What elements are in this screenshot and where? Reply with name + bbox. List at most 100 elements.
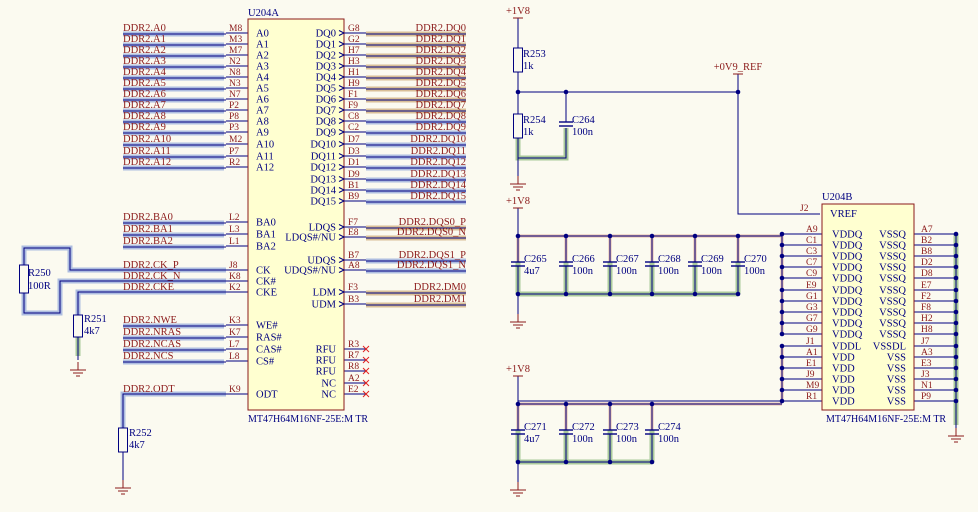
capacitor-C265 bbox=[511, 261, 525, 267]
r251-ref: R251 bbox=[84, 314, 107, 325]
pin-name: CK# bbox=[256, 277, 277, 288]
r252-resistor bbox=[118, 427, 128, 453]
pin-number: N7 bbox=[229, 90, 241, 100]
pin-number: C8 bbox=[348, 112, 359, 122]
pin-arrow bbox=[338, 224, 346, 230]
pin-name: A7 bbox=[256, 106, 269, 117]
junction-dot bbox=[735, 233, 741, 239]
junction-dot bbox=[953, 331, 959, 337]
pin-name: A8 bbox=[256, 117, 269, 128]
junction-dot bbox=[779, 343, 785, 349]
pin-name: CAS# bbox=[256, 345, 282, 356]
junction-dot bbox=[563, 291, 569, 297]
pin-number: B9 bbox=[348, 192, 359, 202]
pin-number: K9 bbox=[229, 385, 241, 395]
pin-name: VSSDL bbox=[873, 342, 906, 353]
capacitor-C274 bbox=[645, 429, 659, 435]
junction-dot bbox=[953, 231, 959, 237]
pin-number: P3 bbox=[229, 123, 239, 133]
r254-ref: R254 bbox=[523, 115, 547, 126]
pin-name: VSS bbox=[887, 364, 906, 375]
pin-name: A9 bbox=[256, 128, 269, 139]
net-label: DDR2.CK_P bbox=[123, 260, 179, 271]
cke-highlight bbox=[75, 289, 226, 315]
pin-name: VSSQ bbox=[879, 297, 906, 308]
pin-arrow bbox=[338, 41, 346, 47]
net-label: DDR2.DQ11 bbox=[411, 146, 466, 157]
net-label: DDR2.NCAS bbox=[123, 339, 181, 350]
no-connect-mark bbox=[362, 390, 370, 398]
pin-arrow bbox=[338, 234, 346, 240]
pin-name: VDDQ bbox=[832, 286, 863, 297]
capacitor-C268 bbox=[645, 261, 659, 267]
junction-dot bbox=[953, 253, 959, 259]
net-label: DDR2.DQS1_P bbox=[399, 250, 467, 261]
net-label: DDR2.DQ3 bbox=[416, 56, 466, 67]
pin-name: A12 bbox=[256, 163, 274, 174]
net-label: DDR2.A12 bbox=[123, 157, 171, 168]
pin-name: VDD bbox=[832, 353, 855, 364]
cap-ref: C268 bbox=[658, 254, 681, 265]
pin-number: C1 bbox=[806, 236, 817, 246]
pin-name: VSS bbox=[887, 397, 906, 408]
pin-name: A0 bbox=[256, 29, 269, 40]
pin-number: D8 bbox=[921, 269, 933, 279]
r253-value: 1k bbox=[523, 61, 534, 72]
pin-number: M7 bbox=[229, 46, 242, 56]
junction-dot bbox=[953, 309, 959, 315]
odt-highlight bbox=[120, 391, 226, 428]
pin-name: VSS bbox=[887, 386, 906, 397]
pin-arrow bbox=[338, 153, 346, 159]
pin-number: A8 bbox=[348, 261, 360, 271]
pin-number: C7 bbox=[806, 258, 817, 268]
net-label: DDR2.DQ0 bbox=[416, 23, 466, 34]
junction-dot bbox=[953, 387, 959, 393]
pin-name: A10 bbox=[256, 140, 274, 151]
pin-number: E7 bbox=[921, 281, 932, 291]
pin-number: A3 bbox=[921, 348, 933, 358]
pin-name: LDQS#/NU bbox=[285, 233, 336, 244]
pin-name: VDD bbox=[832, 397, 855, 408]
net-label: DDR2.A7 bbox=[123, 100, 166, 111]
r254-value: 1k bbox=[523, 127, 534, 138]
pin-name: BA0 bbox=[256, 218, 276, 229]
cap-value: 100n bbox=[744, 266, 766, 277]
u204a-ref: U204A bbox=[248, 8, 279, 19]
no-connect-mark bbox=[362, 379, 370, 387]
pin-arrow bbox=[338, 267, 346, 273]
pin-number: F8 bbox=[921, 303, 931, 313]
pin-arrow bbox=[338, 164, 346, 170]
net-label: DDR2.DQ1 bbox=[416, 34, 466, 45]
net-label: DDR2.A9 bbox=[123, 122, 166, 133]
pin-number: R2 bbox=[229, 158, 240, 168]
junction-dot bbox=[779, 287, 785, 293]
junction-dot bbox=[953, 298, 959, 304]
pin-number: C3 bbox=[806, 247, 817, 257]
ground-symbol bbox=[510, 314, 526, 329]
pin-number: J9 bbox=[806, 370, 815, 380]
u204a-body bbox=[247, 18, 345, 411]
pin-name: VSSQ bbox=[879, 319, 906, 330]
pin-number: B3 bbox=[348, 295, 359, 305]
pin-number: K2 bbox=[229, 283, 241, 293]
pin-number: H9 bbox=[348, 79, 360, 89]
net-label: DDR2.BA1 bbox=[123, 224, 173, 235]
net-label: DDR2.DM0 bbox=[414, 282, 466, 293]
junction-dot bbox=[779, 309, 785, 315]
capacitor-C269 bbox=[688, 261, 702, 267]
junction-dot bbox=[515, 233, 521, 239]
cap-value: 100n bbox=[658, 434, 680, 445]
junction-dot bbox=[779, 320, 785, 326]
odt-wire bbox=[122, 393, 226, 428]
pin-name: NC bbox=[321, 390, 336, 401]
pin-number: P9 bbox=[921, 392, 931, 402]
pin-name: UDQS bbox=[307, 256, 336, 267]
vref-gnd-wire bbox=[517, 128, 567, 159]
junction-dot bbox=[607, 233, 613, 239]
ckn-wire bbox=[23, 280, 226, 314]
pin-name: VDDQ bbox=[832, 308, 863, 319]
pin-name: RFU bbox=[316, 345, 337, 356]
power-label: +1V8 bbox=[506, 364, 530, 375]
pin-number: D7 bbox=[348, 135, 360, 145]
